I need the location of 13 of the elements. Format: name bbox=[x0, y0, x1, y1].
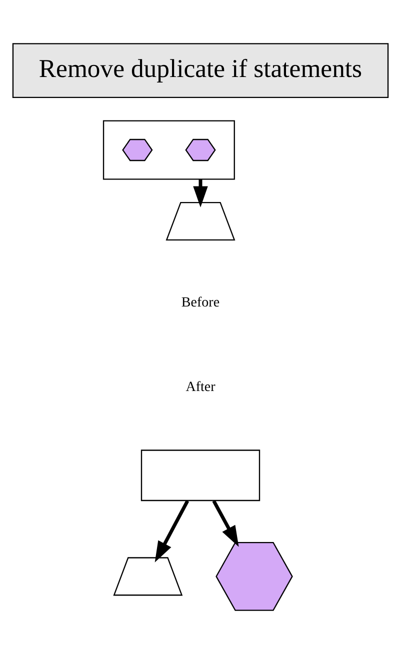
node-box: Remove duplicate if statements bbox=[12, 42, 389, 98]
node-box bbox=[140, 449, 260, 501]
label: After bbox=[186, 379, 216, 394]
node-trapezoid bbox=[113, 556, 183, 596]
label: Before bbox=[181, 295, 220, 310]
node-hexagon bbox=[185, 138, 216, 161]
node-trapezoid bbox=[166, 201, 236, 240]
arrow bbox=[193, 178, 208, 207]
node-hexagon bbox=[122, 138, 153, 161]
arrow bbox=[154, 500, 190, 562]
cluster bbox=[102, 120, 235, 180]
arrow bbox=[212, 500, 239, 546]
node-hexagon bbox=[216, 541, 293, 610]
